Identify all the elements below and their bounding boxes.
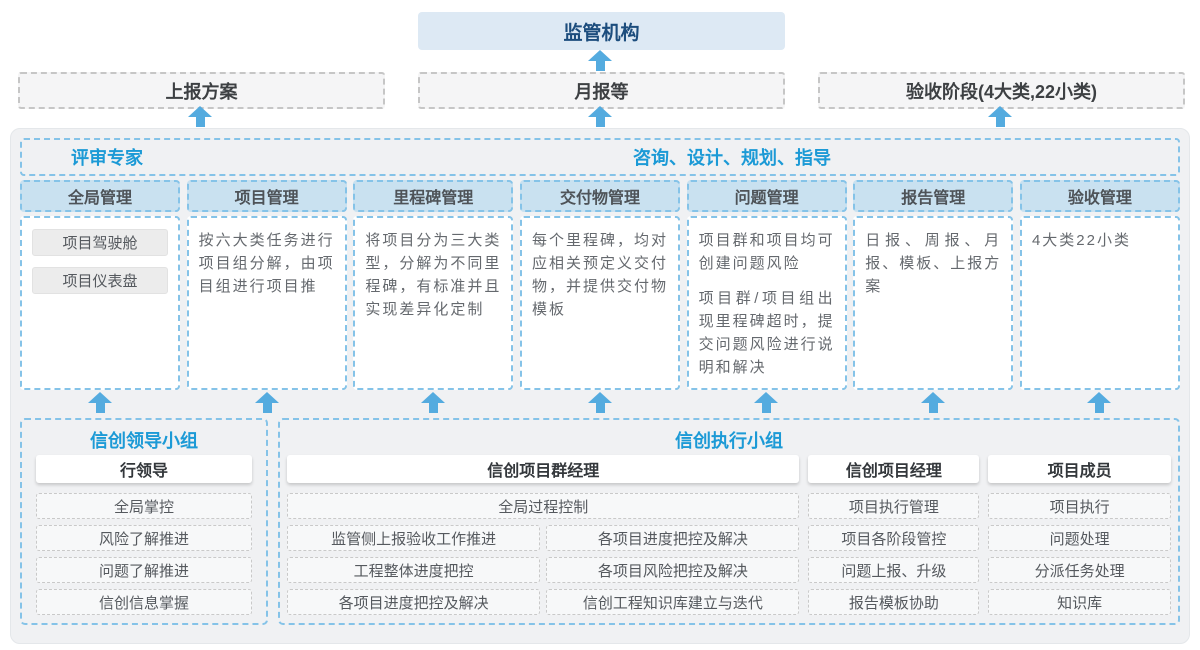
- column-text: 每个里程碑，均对应相关预定义交付物，并提供交付物模板: [531, 232, 668, 319]
- leadership-group-content: 行领导 全局掌控 风险了解推进 问题了解推进 信创信息掌握: [22, 455, 266, 615]
- pgm-item: 各项目进度把控及解决: [546, 525, 800, 551]
- leader-item: 问题了解推进: [36, 557, 252, 583]
- regulator-label: 监管机构: [563, 22, 640, 44]
- column-text: 4大类22小类: [1031, 232, 1131, 249]
- pgm-item-row: 各项目进度把控及解决 信创工程知识库建立与迭代: [287, 583, 800, 615]
- consulting-label: 咨询、设计、规划、指导: [633, 148, 831, 168]
- column-deliverable-management: 交付物管理 每个里程碑，均对应相关预定义交付物，并提供交付物模板: [519, 180, 680, 390]
- role-project-member: 项目成员: [988, 455, 1171, 483]
- report-box-acceptance: 验收阶段(4大类,22小类): [818, 72, 1185, 109]
- column-text: 日报、周报、月报、模板、上报方案: [865, 232, 1002, 296]
- regulator-box: 监管机构: [418, 12, 785, 50]
- leader-item: 全局掌控: [36, 493, 252, 519]
- report-box-monthly-label: 月报等: [574, 81, 629, 102]
- pgm-item: 各项目风险把控及解决: [546, 557, 800, 583]
- pgm-item: 工程整体进度把控: [287, 557, 541, 583]
- execution-group-content: 信创项目群经理 全局过程控制 监管侧上报验收工作推进 各项目进度把控及解决 工程…: [280, 455, 1178, 615]
- project-manager-section: 信创项目经理 项目执行管理 项目各阶段管控 问题上报、升级 报告模板协助: [808, 455, 980, 615]
- column-header: 全局管理: [20, 180, 180, 212]
- chip-project-cockpit: 项目驾驶舱: [32, 229, 168, 256]
- column-header: 项目管理: [186, 180, 347, 212]
- column-header: 里程碑管理: [353, 180, 514, 212]
- column-header: 交付物管理: [519, 180, 680, 212]
- column-global-management: 全局管理 项目驾驶舱 项目仪表盘: [20, 180, 180, 390]
- pgm-item-row: 监管侧上报验收工作推进 各项目进度把控及解决: [287, 519, 800, 551]
- leader-item: 风险了解推进: [36, 525, 252, 551]
- pgm-item: 监管侧上报验收工作推进: [287, 525, 541, 551]
- up-arrow-icon: [588, 392, 613, 413]
- column-project-management: 项目管理 按六大类任务进行项目组分解，由项目组进行项目推: [186, 180, 347, 390]
- up-arrow-icon: [88, 392, 113, 413]
- program-manager-section: 信创项目群经理 全局过程控制 监管侧上报验收工作推进 各项目进度把控及解决 工程…: [287, 455, 800, 615]
- leadership-group-title: 信创领导小组: [90, 431, 198, 451]
- column-body: 4大类22小类: [1019, 216, 1180, 390]
- column-body: 日报、周报、月报、模板、上报方案: [853, 216, 1014, 390]
- pgm-item-row: 工程整体进度把控 各项目风险把控及解决: [287, 551, 800, 583]
- chip-project-dashboard: 项目仪表盘: [32, 267, 168, 294]
- pgm-item: 各项目进度把控及解决: [287, 589, 541, 615]
- leadership-group-box: 信创领导小组 行领导 全局掌控 风险了解推进 问题了解推进 信创信息掌握: [20, 418, 268, 625]
- up-arrow-icon: [188, 106, 213, 127]
- column-text: 项目群/项目组出现里程碑超时，提交问题风险进行说明和解决: [698, 290, 835, 377]
- up-arrow-icon: [1087, 392, 1112, 413]
- member-item: 分派任务处理: [988, 557, 1171, 583]
- column-header: 报告管理: [853, 180, 1014, 212]
- column-acceptance-management: 验收管理 4大类22小类: [1019, 180, 1180, 390]
- column-text: 将项目分为三大类型，分解为不同里程碑，有标准并且实现差异化定制: [365, 232, 502, 319]
- member-item: 知识库: [988, 589, 1171, 615]
- pm-item: 项目执行管理: [808, 493, 980, 519]
- project-member-section: 项目成员 项目执行 问题处理 分派任务处理 知识库: [988, 455, 1171, 615]
- member-item: 项目执行: [988, 493, 1171, 519]
- experts-label: 评审专家: [71, 148, 143, 168]
- role-project-manager: 信创项目经理: [808, 455, 980, 483]
- up-arrow-icon: [988, 106, 1013, 127]
- up-arrow-icon: [754, 392, 779, 413]
- column-header: 问题管理: [686, 180, 847, 212]
- role-bank-leader: 行领导: [36, 455, 252, 483]
- experts-strip: 评审专家 咨询、设计、规划、指导: [20, 138, 1180, 176]
- pm-item: 问题上报、升级: [808, 557, 980, 583]
- report-box-plan-label: 上报方案: [165, 81, 238, 102]
- column-issue-management: 问题管理 项目群和项目均可创建问题风险 项目群/项目组出现里程碑超时，提交问题风…: [686, 180, 847, 390]
- column-body: 按六大类任务进行项目组分解，由项目组进行项目推: [186, 216, 347, 390]
- column-report-management: 报告管理 日报、周报、月报、模板、上报方案: [853, 180, 1014, 390]
- management-columns: 全局管理 项目驾驶舱 项目仪表盘 项目管理 按六大类任务进行项目组分解，由项目组…: [20, 180, 1180, 390]
- column-body: 项目群和项目均可创建问题风险 项目群/项目组出现里程碑超时，提交问题风险进行说明…: [686, 216, 847, 390]
- column-body: 将项目分为三大类型，分解为不同里程碑，有标准并且实现差异化定制: [353, 216, 514, 390]
- up-arrow-icon: [421, 392, 446, 413]
- column-header: 验收管理: [1019, 180, 1180, 212]
- member-item: 问题处理: [988, 525, 1171, 551]
- up-arrow-icon: [255, 392, 280, 413]
- report-box-plan: 上报方案: [18, 72, 385, 109]
- up-arrow-icon: [921, 392, 946, 413]
- up-arrow-icon: [588, 50, 613, 71]
- up-arrow-icon: [588, 106, 613, 127]
- execution-group-box: 信创执行小组 信创项目群经理 全局过程控制 监管侧上报验收工作推进 各项目进度把…: [278, 418, 1180, 625]
- column-text: 项目群和项目均可创建问题风险: [698, 232, 835, 273]
- execution-group-title: 信创执行小组: [675, 431, 783, 451]
- pgm-item-full: 全局过程控制: [287, 493, 800, 519]
- column-milestone-management: 里程碑管理 将项目分为三大类型，分解为不同里程碑，有标准并且实现差异化定制: [353, 180, 514, 390]
- pgm-item: 信创工程知识库建立与迭代: [546, 589, 800, 615]
- pm-item: 报告模板协助: [808, 589, 980, 615]
- column-body: 项目驾驶舱 项目仪表盘: [20, 216, 180, 390]
- column-body: 每个里程碑，均对应相关预定义交付物，并提供交付物模板: [519, 216, 680, 390]
- leader-item: 信创信息掌握: [36, 589, 252, 615]
- pm-item: 项目各阶段管控: [808, 525, 980, 551]
- report-box-acceptance-label: 验收阶段(4大类,22小类): [905, 81, 1098, 102]
- report-box-monthly: 月报等: [418, 72, 785, 109]
- role-program-manager: 信创项目群经理: [287, 455, 800, 483]
- column-text: 按六大类任务进行项目组分解，由项目组进行项目推: [198, 232, 335, 296]
